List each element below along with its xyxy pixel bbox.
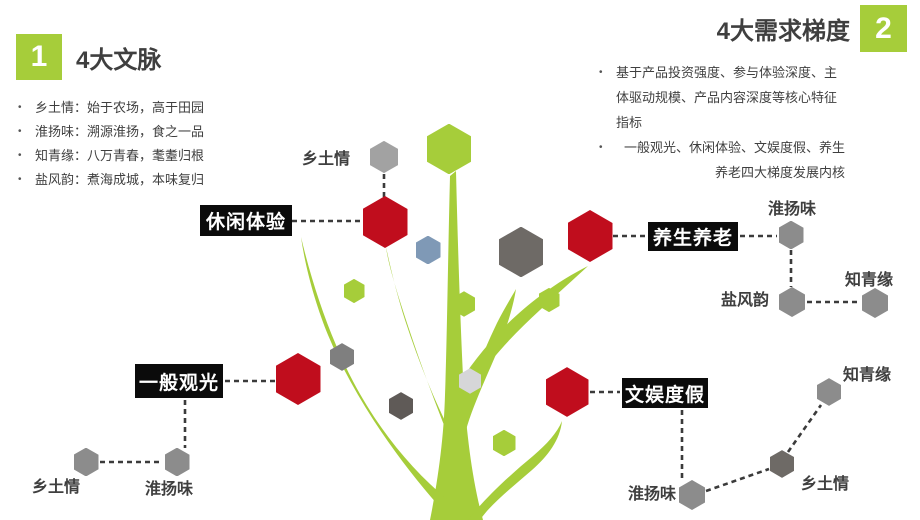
tree-branch-left-long	[301, 237, 448, 505]
bullet-zhiqingyuan: 知青缘：八万青春，耄耋归根	[16, 144, 296, 168]
bullet-gradients: 一般观光、休闲体验、文娱度假、养生养老四大梯度发展内核	[597, 135, 845, 185]
bullet-indicators: 基于产品投资强度、参与体验深度、主体驱动规模、产品内容深度等核心特征指标	[597, 60, 845, 135]
tree-branch-left-mid	[386, 247, 452, 435]
section-1-title: 4大文脉	[76, 46, 162, 74]
tree-branch-right-low	[468, 421, 562, 520]
section-demand-gradients: 4大需求梯度 2 基于产品投资强度、参与体验深度、主体驱动规模、产品内容深度等核…	[595, 5, 907, 185]
section-2-bullet-list: 基于产品投资强度、参与体验深度、主体驱动规模、产品内容深度等核心特征指标 一般观…	[597, 60, 845, 185]
section-1-bullet-list: 乡土情：始于农场，高于田园 淮扬味：溯源淮扬，食之一品 知青缘：八万青春，耄耋归…	[16, 96, 296, 192]
bullet-huaiyangwei: 淮扬味：溯源淮扬，食之一品	[16, 120, 296, 144]
section-cultural-veins: 1 4大文脉 乡土情：始于农场，高于田园 淮扬味：溯源淮扬，食之一品 知青缘：八…	[16, 34, 296, 192]
bullet-yanfengyun: 盐风韵：煮海成城，本味复归	[16, 168, 296, 192]
bullet-xiangtuqing: 乡土情：始于农场，高于田园	[16, 96, 296, 120]
tree-branch-right-mid	[458, 289, 516, 430]
link-xiangtuqing-zhiqingyuan-br	[786, 404, 823, 453]
section-2-title: 4大需求梯度	[716, 18, 850, 45]
link-huaiyangwei-xiangtuqing-br	[705, 467, 770, 493]
section-1-badge: 1	[16, 34, 62, 80]
tree-trunk	[430, 171, 483, 520]
section-2-badge: 2	[860, 5, 907, 52]
